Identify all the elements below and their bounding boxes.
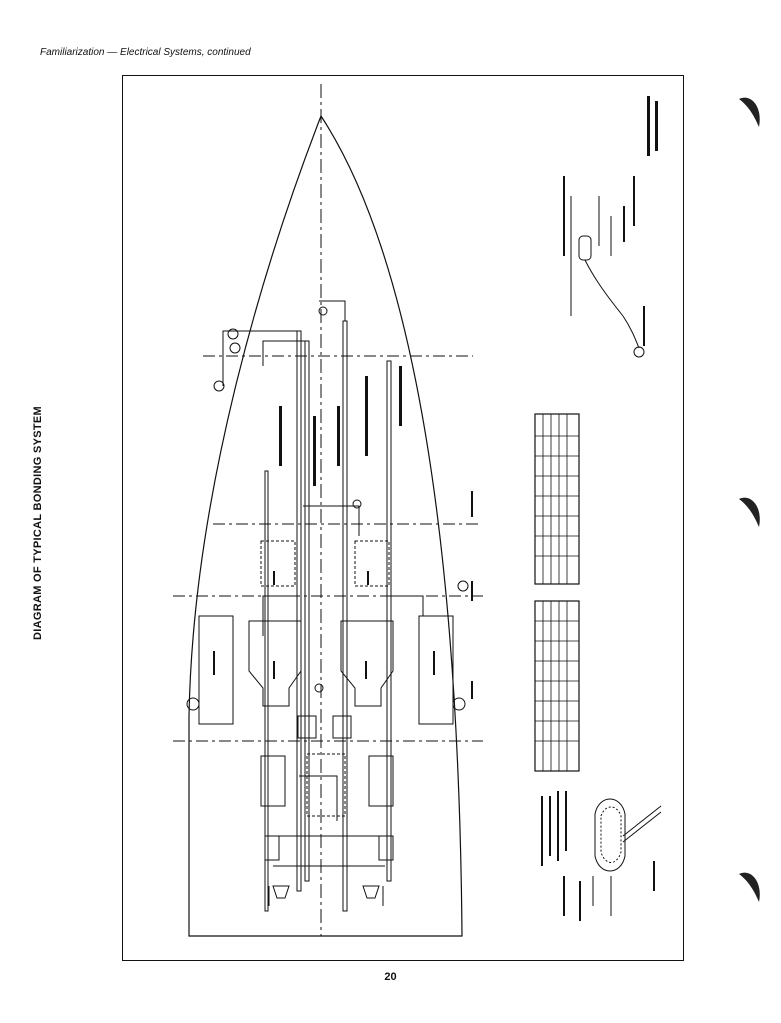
through-hull (213, 380, 225, 392)
through-hull (186, 697, 200, 711)
battery (260, 755, 286, 807)
connection-detail (570, 196, 645, 358)
bonding-wire (319, 300, 346, 321)
fuel-tank (418, 615, 454, 725)
engine (248, 620, 302, 707)
fuel-tank (198, 615, 234, 725)
strut-detail (592, 798, 662, 916)
bonding-wire (389, 595, 424, 616)
through-hull (314, 683, 324, 693)
bonding-wire (262, 340, 307, 366)
bonding-wire (222, 330, 299, 386)
punch-hole-mark (739, 872, 760, 902)
bonding-wire (299, 775, 338, 821)
bonding-wire (303, 505, 360, 536)
through-hull (318, 306, 328, 316)
punch-hole-mark (739, 97, 760, 127)
dashed-compartment (260, 540, 296, 587)
engine (340, 620, 394, 707)
battery (368, 755, 394, 807)
equipment-box (297, 715, 317, 739)
punch-hole-mark (739, 497, 760, 527)
rudder-fitting (272, 885, 290, 899)
bonding-wire (262, 595, 299, 636)
reference-table (534, 600, 580, 772)
bonding-strip (304, 340, 310, 882)
through-hull (457, 580, 469, 592)
hull-outline (188, 114, 463, 937)
equipment-box (332, 715, 352, 739)
bonding-strip (296, 330, 302, 892)
diagram-title: DIAGRAM OF TYPICAL BONDING SYSTEM (32, 406, 44, 640)
through-hull (352, 499, 362, 509)
through-hull (227, 328, 239, 340)
bonding-strip (264, 470, 269, 912)
equipment-box (378, 835, 394, 861)
through-hull (229, 342, 241, 354)
dashed-compartment (306, 753, 346, 817)
running-header: Familiarization — Electrical Systems, co… (40, 47, 251, 58)
dashed-compartment (354, 540, 390, 587)
equipment-box (264, 835, 280, 861)
reference-table (534, 413, 580, 585)
page-number: 20 (384, 971, 397, 983)
rudder-fitting (362, 885, 380, 899)
bonding-diagram-drawing (173, 84, 662, 937)
through-hull (452, 697, 466, 711)
bonding-strip (342, 320, 348, 912)
bonding-diagram-frame (122, 75, 684, 961)
